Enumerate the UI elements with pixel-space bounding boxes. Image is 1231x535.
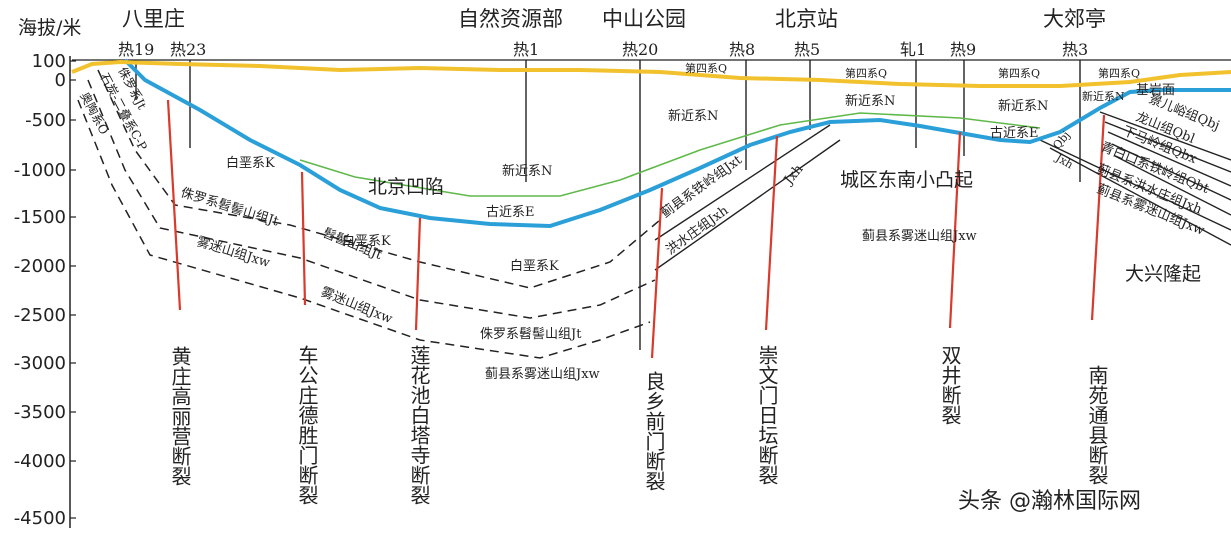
axis-unit-label: 海拔/米 (18, 17, 81, 39)
place-label: 中山公园 (602, 7, 686, 31)
stratum-label: 新近系N (845, 93, 895, 109)
fault-line (414, 217, 422, 331)
tick-label: -4500 (14, 508, 66, 529)
tick-label: -1500 (14, 207, 66, 228)
formation-line (1099, 111, 1231, 161)
stratum-label: 蓟县系铁岭组Jxt (659, 152, 746, 221)
tick-label: -2500 (14, 305, 66, 326)
formation-line (1049, 147, 1231, 246)
region-label-daxing: 大兴隆起 (1125, 263, 1201, 285)
stratum-label: 第四系Q (845, 66, 887, 80)
well-label: 热19 (118, 40, 154, 59)
boundary-line (87, 79, 656, 319)
stratum-label: 雾迷山组Jxw (319, 285, 395, 327)
well-label: 轧1 (900, 40, 926, 59)
well-labels: 热19 热23 热1 热20 热8 热5 轧1 热9 热3 (118, 40, 1088, 59)
well-label: 热20 (622, 40, 658, 59)
stratum-label: 髫髻山组Jt (321, 226, 385, 264)
formation-line (654, 124, 831, 241)
tick-label: -500 (25, 110, 66, 131)
well-label: 热8 (729, 40, 755, 59)
stratum-label: 白垩系K (226, 155, 275, 171)
fault-line (1090, 114, 1106, 321)
formation-line (654, 139, 841, 271)
stratum-label: 第四系Q (1098, 66, 1140, 80)
place-label: 自然资源部 (458, 7, 563, 31)
neogene-base-line (299, 112, 1041, 197)
fault-name-label: 车公庄德胜门断裂 (295, 345, 319, 505)
tick-label: -4000 (14, 451, 66, 472)
formation-line (1039, 139, 1231, 231)
place-label: 八里庄 (122, 7, 185, 31)
tick-label: 100 (32, 51, 66, 72)
axis-tick-marks (70, 60, 76, 519)
stratum-label: 侏罗系髫髻山组Jt (480, 327, 582, 342)
tick-label: 0 (55, 70, 66, 91)
stratum-boundaries (77, 69, 661, 359)
tick-label: -2000 (14, 256, 66, 277)
boundary-line (97, 69, 661, 289)
fault-name-label: 黄庄高丽营断裂 (168, 346, 192, 486)
bedrock-surface-line (123, 58, 1231, 229)
region-label-depression: 北京凹陷 (368, 176, 444, 198)
well-label: 热23 (170, 40, 206, 59)
formation-line (1107, 131, 1231, 187)
fault-line (764, 135, 779, 331)
fault-name-label: 崇文门日坛断裂 (755, 345, 779, 485)
stratum-label: 新近系N (668, 108, 718, 124)
watermark-text: 头条 @瀚林国际网 (958, 489, 1141, 514)
place-label: 大郊亭 (1043, 7, 1106, 31)
stratum-label: 蓟县系雾迷山组Jxw (862, 229, 977, 244)
fault-name-label: 南苑通县断裂 (1085, 365, 1109, 485)
region-labels: 北京凹陷 城区东南小凸起 大兴隆起 (368, 169, 1201, 285)
axis-ticks: 100 0 -500 -1000 -1500 -2000 -2500 -3000… (14, 51, 66, 529)
stratum-label: 雾迷山组Jxw (195, 234, 272, 270)
well-label: 热3 (1062, 40, 1088, 59)
well-label: 热5 (794, 40, 820, 59)
quaternary-base-line (71, 59, 1231, 88)
fault-line (300, 171, 307, 306)
stratum-label: 古近系E (990, 126, 1039, 141)
boundary-line (77, 99, 651, 359)
stratum-label: 新近系N (998, 98, 1048, 114)
place-label: 北京站 (775, 7, 838, 31)
fault-name-label: 双井断裂 (938, 345, 962, 425)
formation-line (1114, 155, 1231, 216)
stratum-label: 侏罗系髫髻山组Jt (179, 185, 281, 229)
fault-line (650, 187, 664, 359)
formation-lines (654, 111, 1231, 271)
tick-label: -3500 (14, 402, 66, 423)
tick-label: -3000 (14, 353, 66, 374)
stratum-label: 第四系Q (998, 66, 1040, 80)
place-names: 八里庄 自然资源部 中山公园 北京站 大郊亭 (122, 7, 1106, 31)
fault-line (948, 131, 962, 329)
region-label-uplift: 城区东南小凸起 (840, 169, 973, 191)
formation-line (1104, 121, 1231, 173)
stratum-label: Jxh (1053, 151, 1076, 172)
fault-line (166, 99, 182, 311)
stratum-label: 白垩系K (510, 258, 559, 274)
fault-names: 黄庄高丽营断裂 车公庄德胜门断裂 莲花池白塔寺断裂 良乡前门断裂 崇文门日坛断裂… (168, 345, 1109, 505)
stratum-label: 蓟县系雾迷山组Jxw (485, 367, 600, 382)
formation-line (1111, 143, 1231, 201)
stratum-label: 基岩面 (1136, 83, 1175, 98)
well-label: 热1 (513, 40, 539, 59)
fault-lines (166, 99, 1106, 359)
elevation-axis: 海拔/米 100 0 -500 -1000 -1500 -2000 -2500 … (14, 17, 82, 529)
stratum-label: 新近系N (502, 163, 552, 179)
stratum-label: 白垩系K (342, 233, 391, 249)
tick-label: -1000 (14, 160, 66, 181)
fault-name-label: 莲花池白塔寺断裂 (407, 345, 431, 505)
well-label: 热9 (950, 40, 976, 59)
stratum-label: 第四系Q (685, 61, 727, 75)
stratum-label: 新近系N (1082, 89, 1125, 103)
stratum-label: 古近系E (486, 205, 535, 220)
stratum-labels: 第四系Q 第四系Q 第四系Q 第四系Q 基岩面 新近系N 新近系N 新近系N 新… (77, 61, 1221, 382)
fault-name-label: 良乡前门断裂 (642, 371, 666, 491)
